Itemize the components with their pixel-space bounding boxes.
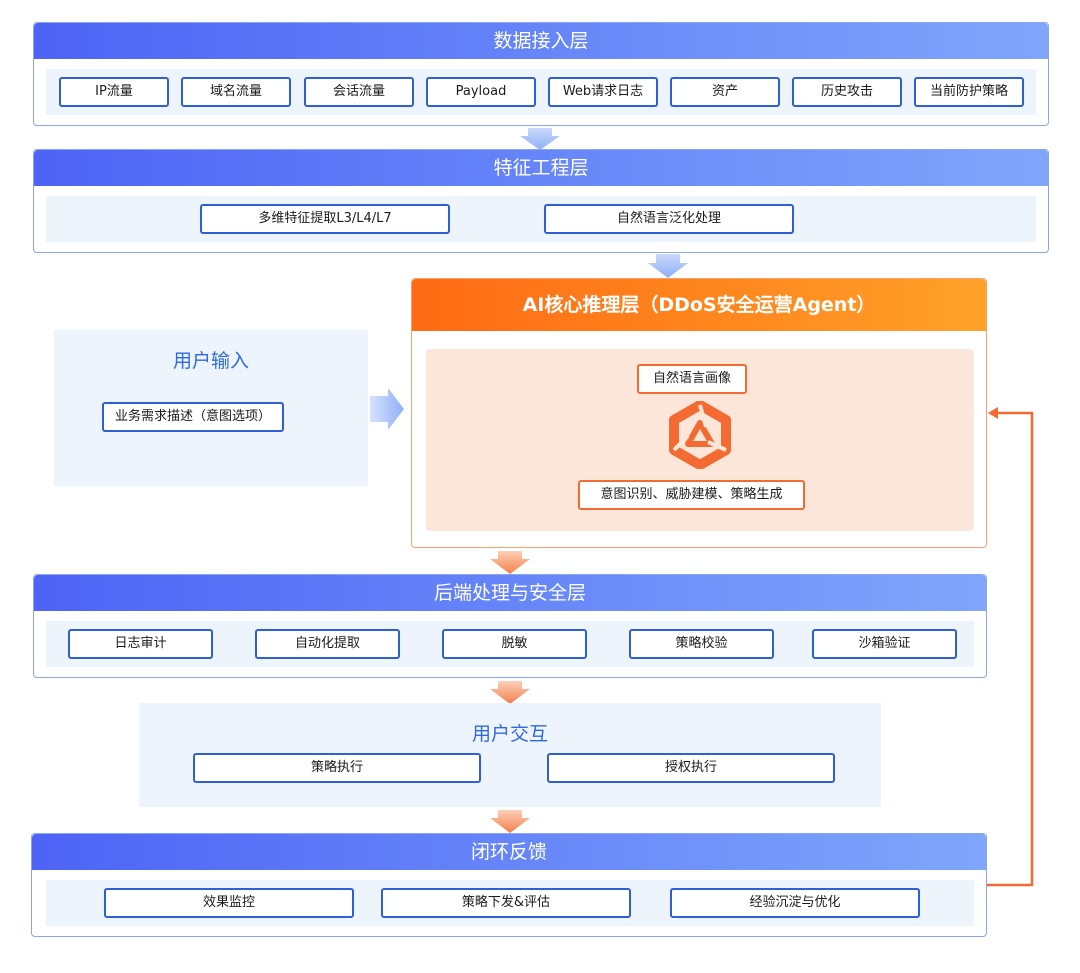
layer-ai-core: AI核心推理层（DDoS安全运营Agent） 自然语言画像 意图识别、威胁建模、… — [411, 278, 987, 548]
panel-user-input: 用户输入 业务需求描述（意图选项） — [54, 330, 368, 486]
arrow-input-to-ai — [370, 388, 404, 430]
layer-data-access: 数据接入层 IP流量 域名流量 会话流量 Payload Web请求日志 资产 … — [33, 22, 1049, 126]
item-log-audit: 日志审计 — [68, 629, 213, 659]
item-multi-feature-extract: 多维特征提取L3/L4/L7 — [200, 204, 450, 234]
layer-closed-loop-feedback: 闭环反馈 效果监控 策略下发&评估 经验沉淀与优化 — [31, 833, 987, 937]
item-history-attacks: 历史攻击 — [792, 77, 902, 107]
item-effect-monitor: 效果监控 — [104, 888, 354, 918]
item-web-log: Web请求日志 — [548, 77, 658, 107]
item-sandbox-verify: 沙箱验证 — [812, 629, 957, 659]
layer-data-access-title: 数据接入层 — [34, 23, 1048, 59]
panel-user-interaction: 用户交互 策略执行 授权执行 — [139, 703, 881, 807]
layer-ai-core-title: AI核心推理层（DDoS安全运营Agent） — [412, 279, 986, 331]
item-experience-optimize: 经验沉淀与优化 — [670, 888, 920, 918]
item-nl-profile: 自然语言画像 — [637, 364, 747, 394]
item-nl-generalization: 自然语言泛化处理 — [544, 204, 794, 234]
feedback-items: 效果监控 策略下发&评估 经验沉淀与优化 — [46, 880, 974, 926]
item-policy-dispatch-eval: 策略下发&评估 — [381, 888, 631, 918]
item-business-requirement: 业务需求描述（意图选项） — [102, 402, 284, 432]
item-policy-check: 策略校验 — [629, 629, 774, 659]
item-domain-traffic: 域名流量 — [181, 77, 291, 107]
data-access-items: IP流量 域名流量 会话流量 Payload Web请求日志 资产 历史攻击 当… — [46, 69, 1036, 115]
item-payload: Payload — [426, 77, 536, 107]
item-session-traffic: 会话流量 — [304, 77, 414, 107]
layer-feedback-title: 闭环反馈 — [32, 834, 986, 870]
arrow-data-to-feature — [520, 128, 560, 150]
layer-backend-security: 后端处理与安全层 日志审计 自动化提取 脱敏 策略校验 沙箱验证 — [33, 574, 987, 678]
ai-core-inner: 自然语言画像 意图识别、威胁建模、策略生成 — [426, 349, 974, 531]
item-assets: 资产 — [670, 77, 780, 107]
item-auto-extract: 自动化提取 — [255, 629, 400, 659]
feedback-loop-line — [987, 411, 1034, 887]
arrow-interaction-to-feedback — [490, 810, 530, 833]
agent-logo-icon — [669, 401, 731, 469]
layer-feature-title: 特征工程层 — [34, 150, 1048, 186]
feedback-loop-arrowhead — [988, 407, 998, 419]
arrow-ai-to-backend — [490, 551, 530, 574]
item-current-policy: 当前防护策略 — [914, 77, 1024, 107]
user-interaction-title: 用户交互 — [471, 723, 548, 745]
item-policy-execute: 策略执行 — [193, 753, 481, 783]
user-input-title: 用户输入 — [172, 350, 249, 372]
item-authorized-execute: 授权执行 — [547, 753, 835, 783]
backend-items: 日志审计 自动化提取 脱敏 策略校验 沙箱验证 — [46, 621, 974, 667]
layer-backend-title: 后端处理与安全层 — [34, 575, 986, 611]
feature-items: 多维特征提取L3/L4/L7 自然语言泛化处理 — [46, 196, 1036, 242]
item-desensitize: 脱敏 — [442, 629, 587, 659]
item-intent-threat-policy: 意图识别、威胁建模、策略生成 — [578, 480, 805, 510]
layer-feature-engineering: 特征工程层 多维特征提取L3/L4/L7 自然语言泛化处理 — [33, 149, 1049, 253]
item-ip-traffic: IP流量 — [59, 77, 169, 107]
arrow-feature-to-ai — [648, 254, 688, 278]
arrow-backend-to-interaction — [490, 681, 530, 704]
